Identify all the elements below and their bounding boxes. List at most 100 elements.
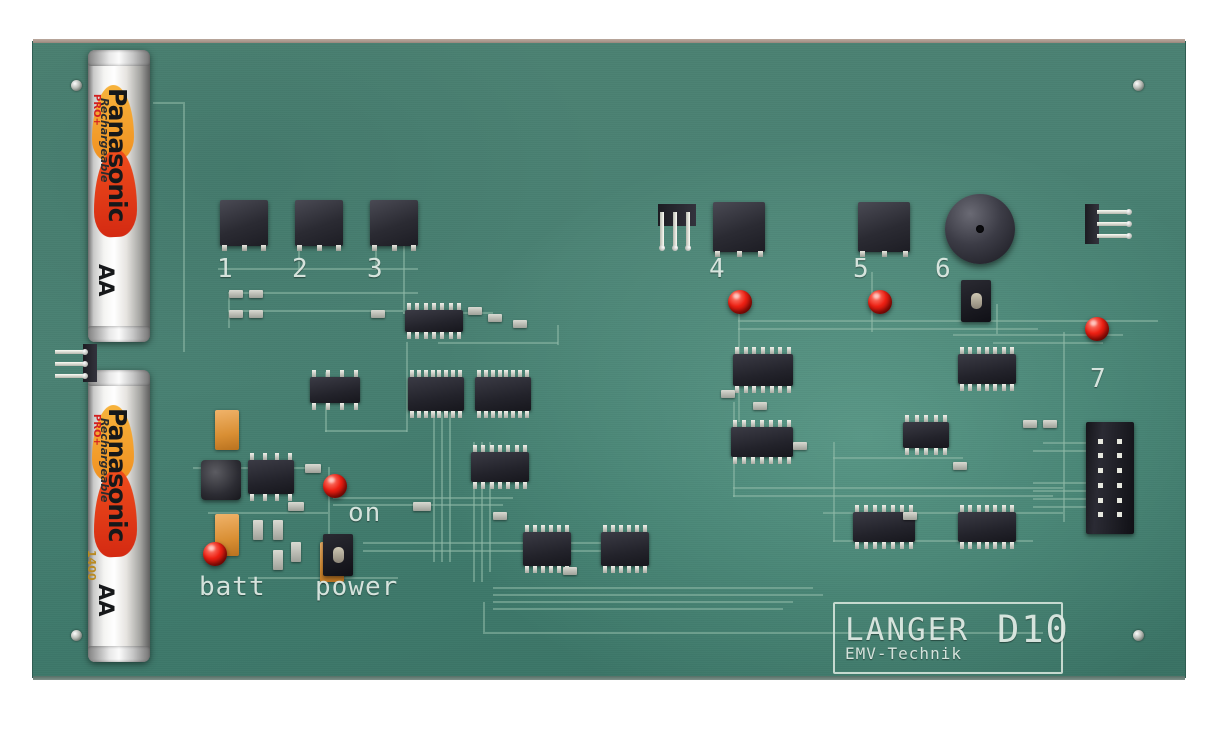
trace <box>325 430 407 432</box>
resistor <box>793 442 807 450</box>
mounting-hole-top-left <box>71 80 82 91</box>
header-mid-3pin[interactable] <box>658 204 698 264</box>
resistor <box>721 390 735 398</box>
ic-soic-e <box>471 445 529 489</box>
component-block-3 <box>370 200 418 251</box>
ic-soic-c <box>408 370 464 418</box>
trace <box>333 497 513 499</box>
trace <box>183 102 185 352</box>
trace <box>953 334 1123 336</box>
resistor <box>291 542 301 562</box>
header-right-3pin[interactable] <box>1073 204 1132 244</box>
ic-soic-l <box>958 505 1016 549</box>
resistor <box>273 520 283 540</box>
trace <box>438 342 558 344</box>
trace <box>483 602 485 632</box>
ic-soic-k <box>958 347 1016 391</box>
idc-connector[interactable] <box>1086 422 1134 534</box>
led-on <box>323 474 347 498</box>
component-block-5 <box>858 202 910 257</box>
resistor <box>273 550 283 570</box>
mode-switch[interactable] <box>961 280 991 322</box>
label-6: 6 <box>935 254 952 284</box>
label-on: on <box>348 498 382 528</box>
trace <box>1033 482 1088 484</box>
trace <box>1033 490 1088 492</box>
header-left-3pin[interactable] <box>55 344 103 382</box>
resistor <box>1023 420 1037 428</box>
trace <box>493 594 823 596</box>
trace <box>375 238 377 270</box>
buzzer <box>945 194 1015 264</box>
trace <box>208 512 328 514</box>
battery-capacity-bottom: 1400 <box>88 550 98 581</box>
trace <box>228 292 418 294</box>
trace <box>406 342 408 432</box>
trace <box>993 342 1103 344</box>
trace <box>1033 506 1088 508</box>
resistor <box>249 310 263 318</box>
trace <box>473 442 475 582</box>
trace <box>1063 332 1065 522</box>
power-switch[interactable] <box>323 534 353 576</box>
label-7: 7 <box>1090 364 1107 394</box>
resistor <box>413 502 431 511</box>
label-power: power <box>315 572 399 602</box>
component-block-4 <box>713 202 765 257</box>
trace <box>733 487 1063 489</box>
trace <box>1033 450 1098 452</box>
mounting-hole-bottom-left <box>71 630 82 641</box>
trace <box>403 238 405 314</box>
logo-model: D10 <box>997 608 1070 651</box>
resistor <box>371 310 385 318</box>
trace <box>833 540 1033 542</box>
ic-soic-h <box>733 347 793 393</box>
trace <box>298 238 300 270</box>
trace <box>441 412 443 562</box>
ic-soic-f <box>523 525 571 573</box>
trace <box>738 320 1158 322</box>
trace <box>996 304 998 334</box>
trace <box>493 601 793 603</box>
battery-bottom: Panasonic Rechargeable PRO+ AA 1400 <box>88 370 150 662</box>
resistor <box>288 502 304 511</box>
resistor <box>903 512 917 520</box>
ic-soic-m <box>903 415 949 455</box>
resistor <box>305 464 321 473</box>
trace <box>733 495 1053 497</box>
resistor <box>468 307 482 315</box>
trace <box>493 608 783 610</box>
led-5 <box>868 290 892 314</box>
trace <box>738 328 1038 330</box>
label-5: 5 <box>853 254 870 284</box>
trace <box>823 512 1063 514</box>
label-1: 1 <box>217 254 234 284</box>
inductor <box>201 460 241 500</box>
trace <box>489 442 491 572</box>
led-4 <box>728 290 752 314</box>
pcb-board: Panasonic Rechargeable PRO+ AA Panasonic… <box>33 39 1185 680</box>
resistor <box>253 520 263 540</box>
mounting-hole-bottom-right <box>1133 630 1144 641</box>
resistor <box>229 310 243 318</box>
battery-size-bottom: AA <box>94 584 118 617</box>
mounting-hole-top-right <box>1133 80 1144 91</box>
trace <box>1033 498 1088 500</box>
ic-soic-i <box>731 420 793 464</box>
resistor <box>1043 420 1057 428</box>
component-block-1 <box>220 200 268 251</box>
resistor <box>753 402 767 410</box>
resistor <box>563 567 577 575</box>
ic-soic-a <box>405 303 463 339</box>
trace <box>1043 442 1098 444</box>
trace <box>433 412 435 562</box>
trace <box>557 325 559 345</box>
component-block-2 <box>295 200 343 251</box>
label-3: 3 <box>367 254 384 284</box>
trace <box>363 542 623 544</box>
label-4: 4 <box>709 254 726 284</box>
ic-soic-g <box>601 525 649 573</box>
led-7 <box>1085 317 1109 341</box>
logo-brand: LANGER <box>845 612 969 648</box>
